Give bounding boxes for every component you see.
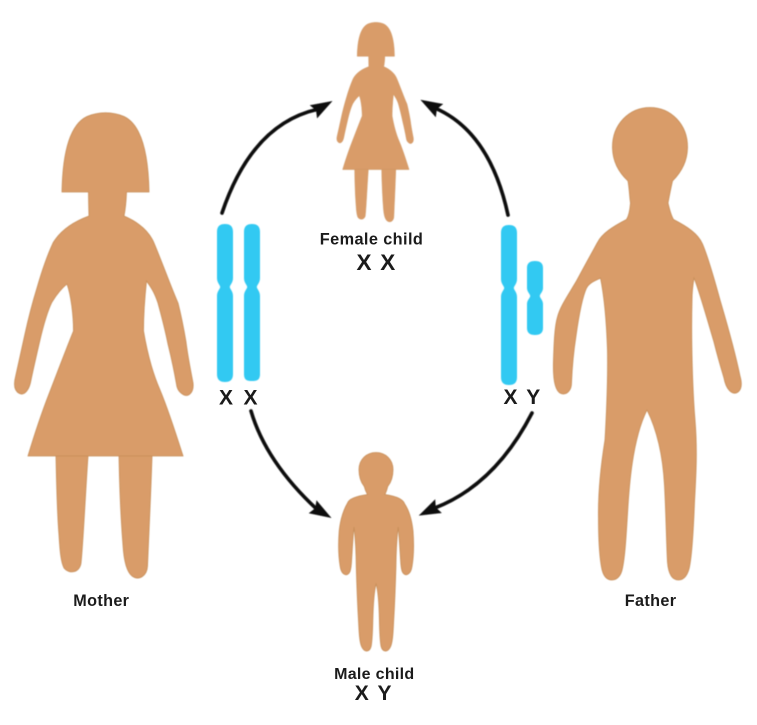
svg-text:X: X	[356, 250, 371, 275]
svg-text:X: X	[219, 387, 233, 410]
svg-text:X: X	[243, 387, 257, 410]
svg-text:Father: Father	[625, 592, 677, 610]
svg-text:Mother: Mother	[73, 592, 129, 610]
svg-text:X: X	[380, 250, 395, 275]
svg-text:Y: Y	[526, 386, 540, 409]
svg-text:X: X	[355, 682, 369, 705]
svg-text:X: X	[503, 386, 517, 409]
svg-text:Y: Y	[377, 682, 391, 705]
svg-text:Female child: Female child	[320, 230, 423, 248]
svg-text:Male child: Male child	[334, 666, 414, 683]
